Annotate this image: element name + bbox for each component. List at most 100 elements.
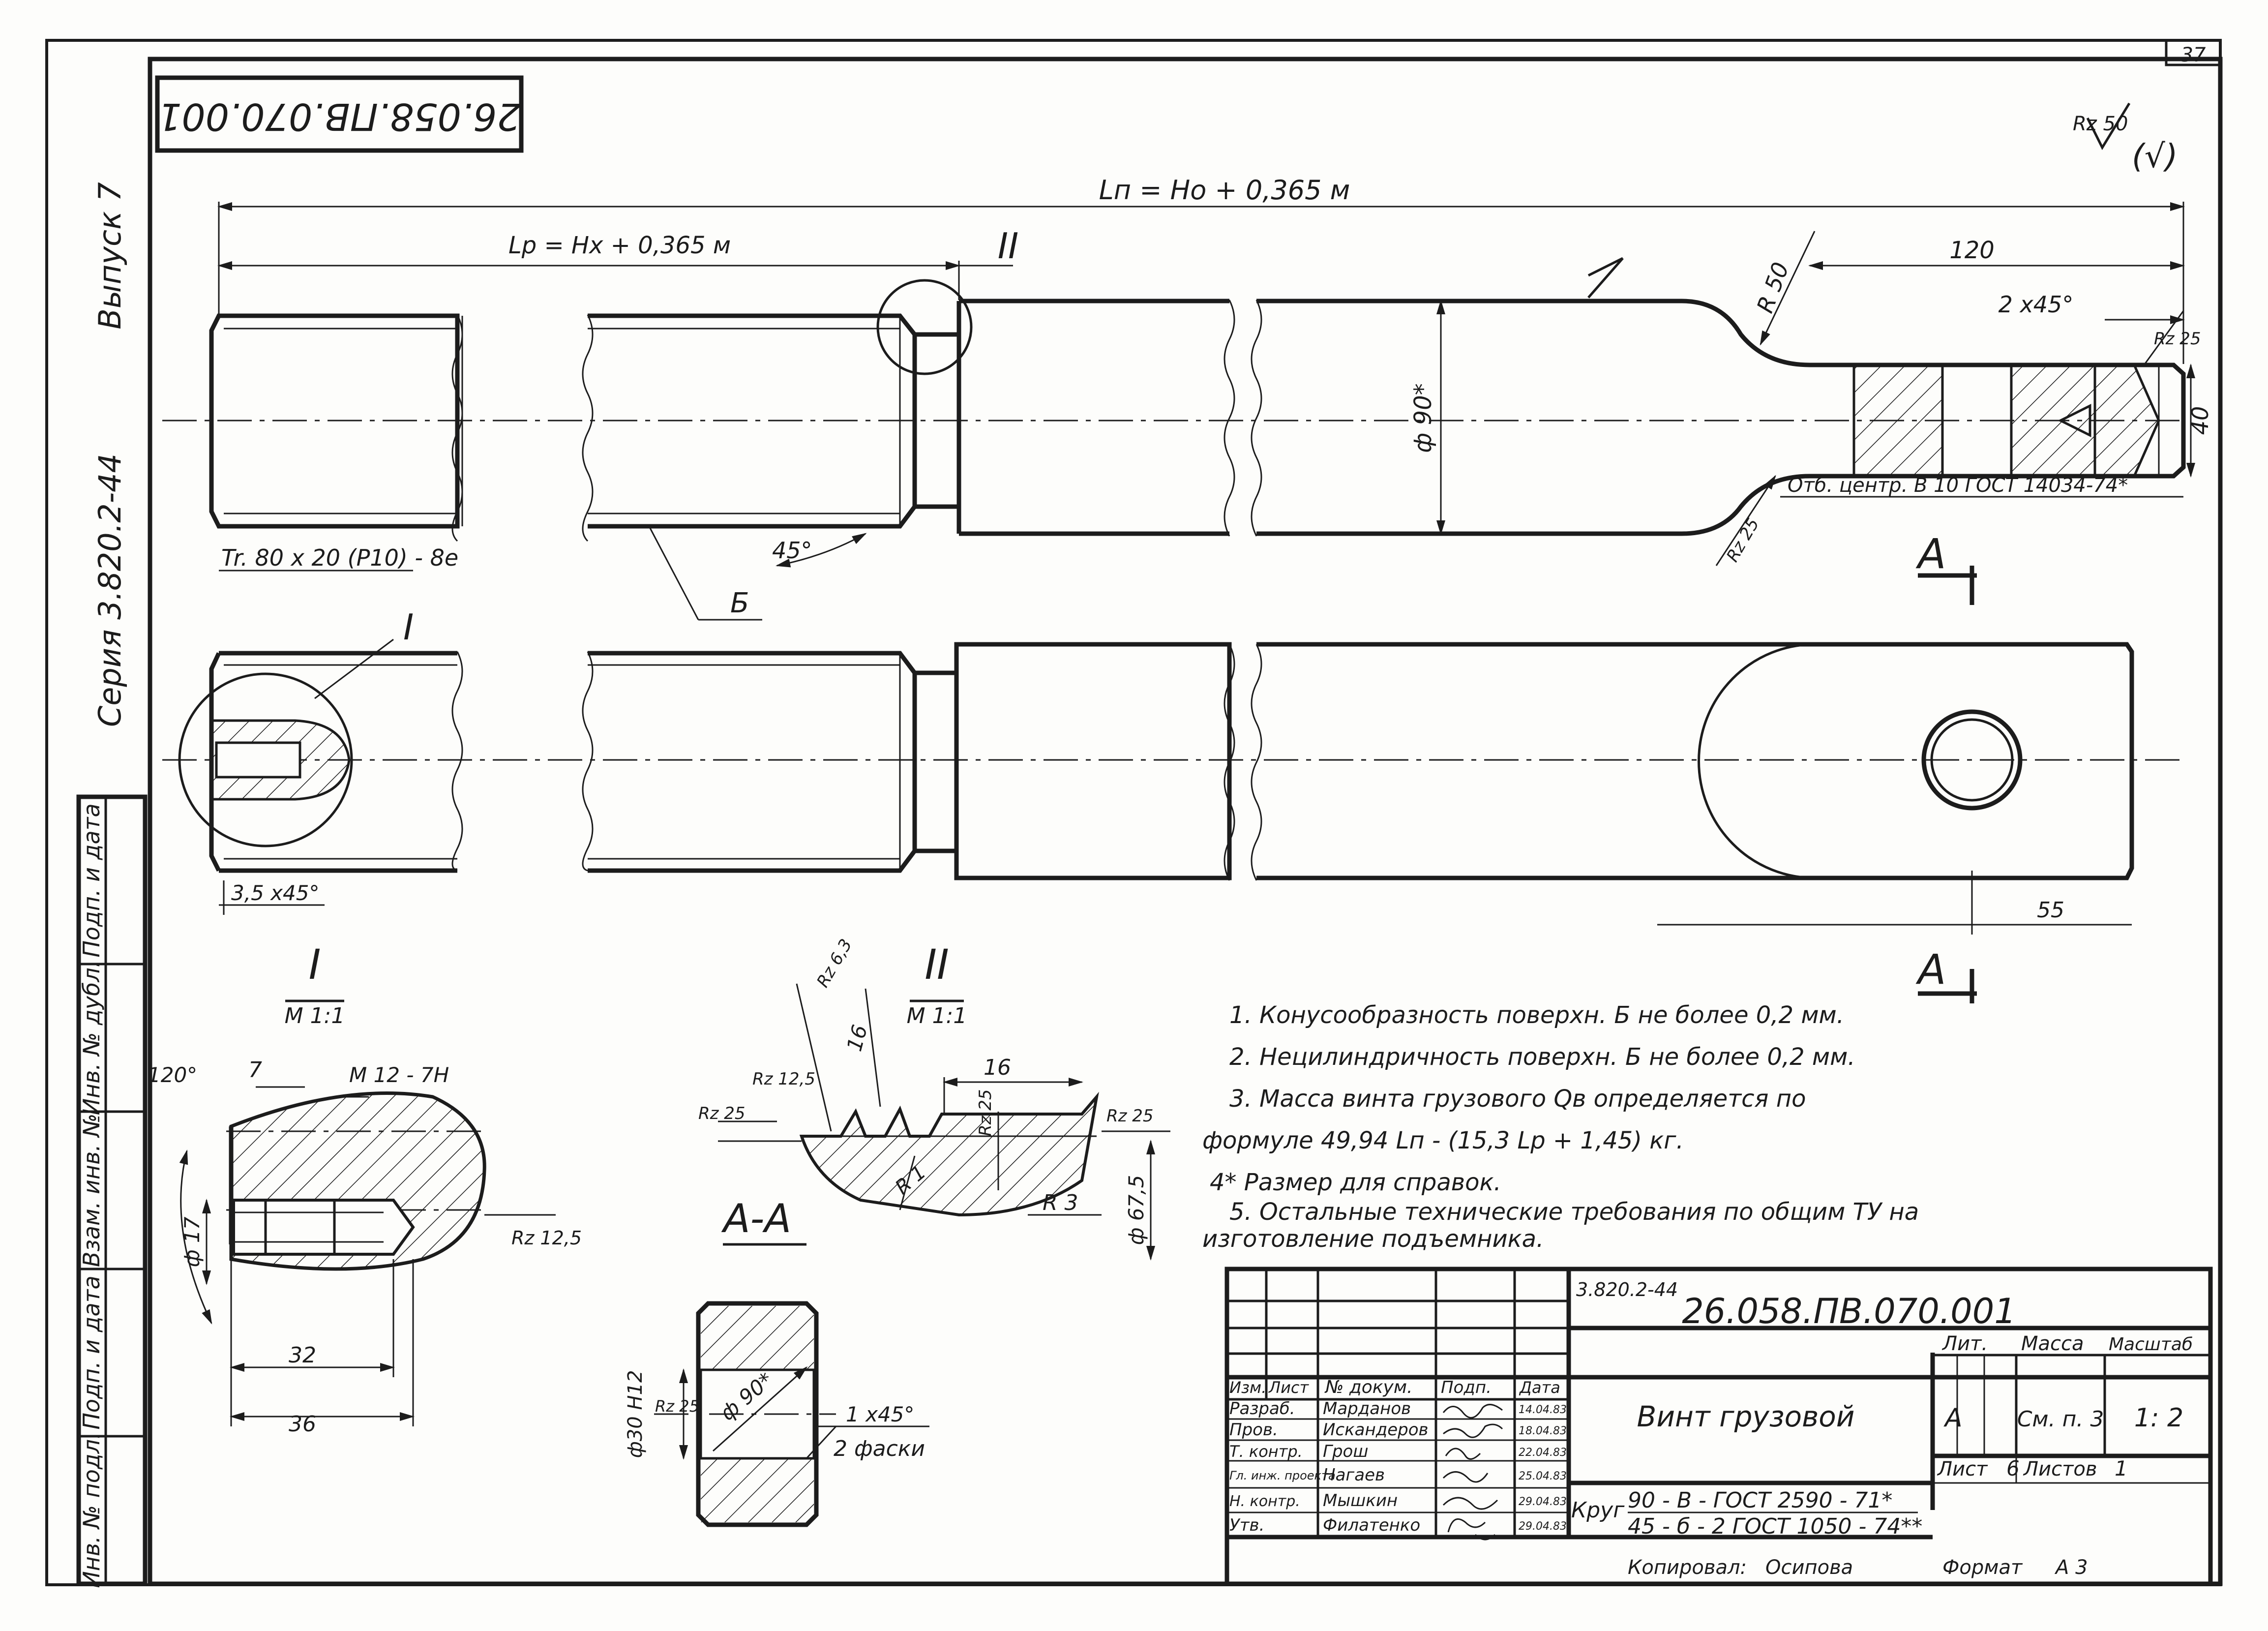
tb-row-date-3: 22.04.83 <box>1519 1447 1567 1459</box>
detail-ii-rz25-mid: Rz 25 <box>976 1089 995 1136</box>
center-hole-note: Отб. центр. В 10 ГОСТ 14034-74* <box>1788 474 2128 497</box>
margin-label-sign-date-2: Подп. и дата <box>78 1275 105 1429</box>
section-aa-chamfer: 1 х45° <box>846 1402 914 1426</box>
tb-material-prefix: Круг <box>1571 1498 1625 1523</box>
tb-row-name-3: Грош <box>1323 1442 1368 1461</box>
detail-i-dim-36: 36 <box>289 1412 316 1437</box>
note-line-3: 3. Масса винта грузового Qв определяется… <box>1229 1085 1806 1113</box>
sheet-number: 37 <box>2181 44 2206 66</box>
margin-label-orig-inv: Инв. № подл. <box>78 1432 105 1588</box>
tb-material-line1: 90 - В - ГОСТ 2590 - 71* <box>1628 1488 1892 1513</box>
dim-55-label: 55 <box>2037 898 2064 923</box>
tb-format-value: А 3 <box>2054 1556 2088 1579</box>
note-line-5: 4* Размер для справок. <box>1210 1169 1501 1196</box>
section-aa <box>654 1243 929 1527</box>
tb-copied-by: Осипова <box>1765 1556 1853 1579</box>
detail-ii-tag: II <box>998 225 1018 267</box>
detail-ii-rz25-left: Rz 25 <box>698 1104 746 1123</box>
tb-material-line2: 45 - б - 2 ГОСТ 1050 - 74** <box>1628 1514 1922 1539</box>
note-line-2: 2. Нецилиндричность поверхн. Б не более … <box>1229 1043 1855 1071</box>
tb-col-date: Дата <box>1519 1378 1560 1397</box>
tb-row-date-5: 29.04.83 <box>1519 1496 1567 1508</box>
general-roughness: Rz 50 (√) <box>2073 102 2178 175</box>
tb-row-name-5: Мышкин <box>1323 1491 1398 1510</box>
section-aa-dia-30: ф30 Н12 <box>624 1370 647 1458</box>
detail-i <box>179 999 556 1426</box>
lp-dimension: Lр = Hх + 0,365 м <box>508 232 731 259</box>
chamfer-2x45-label: 2 х45° <box>1999 291 2074 318</box>
lower-view <box>162 638 2183 1003</box>
chamfer-35-label: 3,5 х45° <box>231 881 319 905</box>
tb-row-name-6: Филатенко <box>1323 1515 1420 1535</box>
issue-label: Выпуск 7 <box>92 182 128 329</box>
general-roughness-value: Rz 50 <box>2073 113 2128 135</box>
tb-row-date-2: 18.04.83 <box>1519 1425 1567 1437</box>
detail-ii-dia-675: ф 67,5 <box>1124 1175 1148 1245</box>
detail-i-thread: М 12 - 7Н <box>349 1063 449 1087</box>
title-block <box>1224 1267 2213 1586</box>
tb-row-role-2: Пров. <box>1229 1420 1278 1440</box>
section-aa-chamfer-count: 2 фаски <box>834 1436 925 1461</box>
tb-row-role-5: Н. контр. <box>1229 1493 1300 1510</box>
tb-mass-value: См. п. 3 <box>2017 1407 2104 1432</box>
detail-ii-dim-16b: 16 <box>984 1055 1011 1080</box>
detail-i-rz125: Rz 12,5 <box>511 1227 582 1249</box>
tb-sheets-value: 1 <box>2115 1456 2128 1480</box>
margin-label-sign-date-1: Подп. и дата <box>78 803 105 957</box>
tb-col-doc: № докум. <box>1324 1377 1412 1397</box>
tb-doc-number: 26.058.ПВ.070.001 <box>1682 1291 2016 1331</box>
tb-row-role-3: Т. контр. <box>1229 1442 1303 1461</box>
detail-i-tag: I <box>403 606 414 648</box>
tb-col-izm: Изм. <box>1229 1378 1266 1397</box>
tb-lit-label: Лит. <box>1941 1332 1988 1355</box>
detail-i-title: I <box>309 940 321 989</box>
note-line-4: формуле 49,94 Lп - (15,3 Lр + 1,45) кг. <box>1202 1127 1684 1154</box>
main-view <box>162 279 2186 542</box>
tb-row-date-6: 29.04.83 <box>1519 1520 1567 1533</box>
tb-part-name: Винт грузовой <box>1637 1400 1855 1433</box>
tb-sheets-label: Листов <box>2023 1458 2097 1480</box>
detail-ii-r3: R 3 <box>1043 1190 1078 1215</box>
general-roughness-other: (√) <box>2132 137 2178 175</box>
margin-label-dup-inv: Инв. № дубл. <box>78 961 105 1116</box>
detail-i-dim-7: 7 <box>248 1057 262 1083</box>
left-margin-stamp <box>76 794 148 1586</box>
margin-label-repl-inv: Взам. инв. № <box>78 1114 105 1267</box>
tb-row-date-4: 25.04.83 <box>1519 1470 1567 1482</box>
tb-scale-label: Масштаб <box>2109 1334 2193 1355</box>
tb-row-role-1: Разраб. <box>1229 1399 1295 1419</box>
rz25-right-label: Rz 25 <box>2154 329 2201 349</box>
tb-copied-by-label: Копировал: <box>1628 1556 1747 1579</box>
tb-row-name-1: Марданов <box>1323 1399 1411 1419</box>
section-aa-rz25: Rz 25 <box>655 1397 699 1416</box>
tb-lit-value: А <box>1943 1403 1963 1433</box>
tb-sheet-label: Лист <box>1937 1458 1988 1480</box>
section-mark-top: А <box>1915 530 1946 578</box>
series-label: Серия 3.820.2-44 <box>92 453 128 727</box>
detail-ii-rz25-right: Rz 25 <box>1106 1106 1154 1126</box>
signatures <box>1442 1404 1503 1540</box>
section-aa-dia-90: ф 90* <box>716 1368 777 1425</box>
tb-row-name-2: Искандеров <box>1323 1420 1429 1440</box>
rotated-stamp-number: 26.058.ПВ.070.001 <box>158 95 521 139</box>
detail-ii-scale: М 1:1 <box>907 1003 967 1028</box>
rz25-lower-label: Rz 25 <box>1723 515 1763 566</box>
sheet-frame <box>45 39 2223 1586</box>
dim-120-label: 120 <box>1949 237 1995 264</box>
note-line-6: 5. Остальные технические требования по о… <box>1229 1198 1919 1226</box>
technical-notes: 1. Конусообразность поверхн. Б не более … <box>1202 1001 1919 1253</box>
detail-ii <box>718 983 1170 1261</box>
tb-col-sign: Подп. <box>1441 1378 1492 1397</box>
dim-40-label: 40 <box>2187 406 2213 435</box>
thread-label: Tr. 80 х 20 (Р10) - 8e <box>221 544 458 571</box>
main-dimensions <box>217 202 2195 621</box>
ln-dimension: Lп = Hо + 0,365 м <box>1099 175 1350 206</box>
tb-scale-value: 1: 2 <box>2134 1403 2183 1433</box>
section-aa-title: А-А <box>721 1196 791 1241</box>
tb-row-role-4: Гл. инж. проекта <box>1229 1469 1336 1482</box>
tb-row-role-6: Утв. <box>1229 1515 1264 1535</box>
tb-row-name-4: Нагаев <box>1323 1465 1385 1485</box>
angle-45-label: 45° <box>772 537 812 564</box>
tb-sheet-value: 6 <box>2006 1456 2020 1480</box>
